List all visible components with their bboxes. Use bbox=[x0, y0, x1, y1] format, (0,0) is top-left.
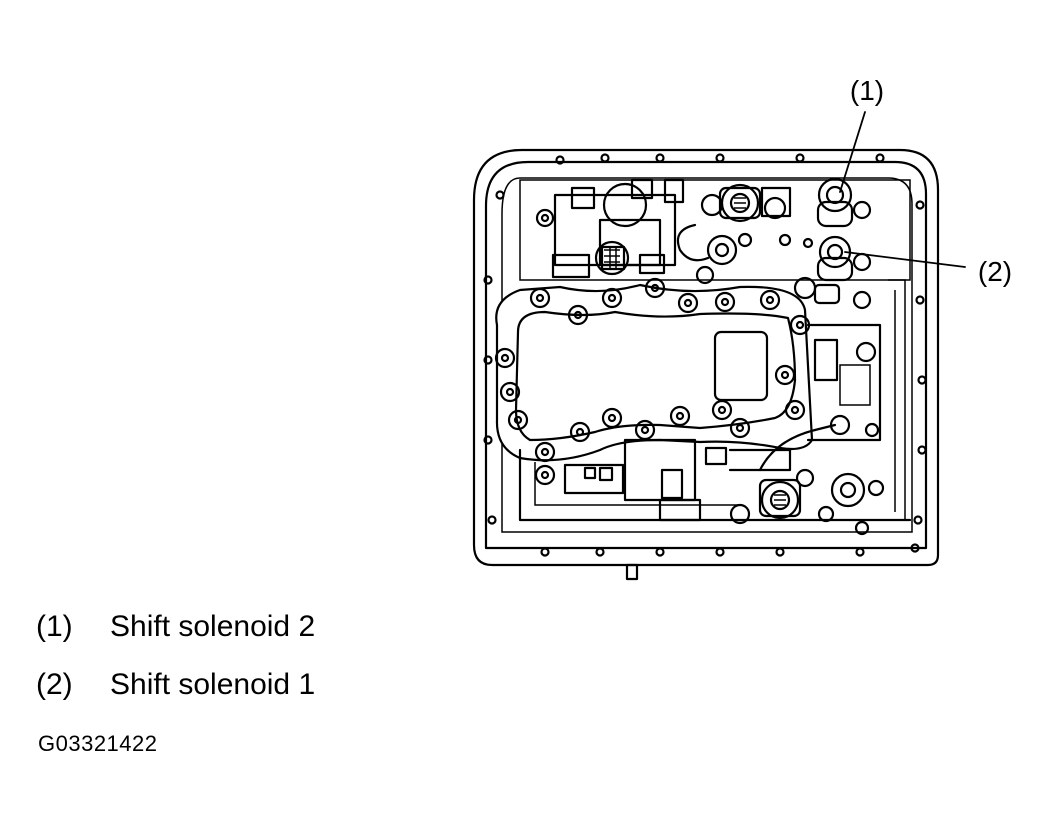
flange-bolt-hole bbox=[483, 435, 493, 445]
gasket-bolt bbox=[784, 399, 806, 421]
legend-text: Shift solenoid 1 bbox=[110, 668, 316, 701]
flange-bolt-hole bbox=[487, 515, 497, 525]
valve-body-lower bbox=[518, 279, 912, 536]
gasket-bolt bbox=[669, 405, 691, 427]
gasket-bolt-center bbox=[540, 447, 550, 457]
gasket-bolt-center bbox=[717, 405, 727, 415]
flange-bolt-hole bbox=[495, 190, 505, 200]
gasket-bolt bbox=[601, 287, 623, 309]
gasket-bolt bbox=[601, 407, 623, 429]
gasket-bolt-center bbox=[607, 293, 617, 303]
flange-bolt-hole bbox=[600, 153, 610, 163]
gasket-bolt-center bbox=[500, 353, 510, 363]
callout-1: (1) bbox=[850, 75, 884, 106]
legend-item: (2) Shift solenoid 1 bbox=[36, 668, 315, 702]
flange-bolt-hole bbox=[483, 355, 493, 365]
flange-bolt-hole bbox=[913, 515, 923, 525]
gasket-bolt-center bbox=[535, 293, 545, 303]
legend-item: (1) Shift solenoid 2 bbox=[36, 610, 315, 644]
flange-bolt-hole bbox=[555, 155, 565, 165]
leader-lines bbox=[839, 111, 966, 268]
flange-bolt-hole bbox=[917, 445, 927, 455]
gasket-bolt-center bbox=[675, 411, 685, 421]
gasket-bolt-center bbox=[790, 405, 800, 415]
flange-bolt-hole bbox=[655, 547, 665, 557]
flange-bolt-hole bbox=[855, 547, 865, 557]
gasket-bolt bbox=[567, 304, 589, 326]
gasket-bolt-center bbox=[573, 310, 583, 320]
gasket-bolt bbox=[499, 381, 521, 403]
valve-body-upper bbox=[519, 177, 911, 310]
flange-bolt-hole bbox=[910, 543, 920, 553]
gasket-bolt bbox=[529, 287, 551, 309]
gasket-bolt-center bbox=[513, 415, 523, 425]
flange-bolt-hole bbox=[917, 375, 927, 385]
flange-bolt-hole bbox=[795, 153, 805, 163]
gasket-bolt-center bbox=[607, 413, 617, 423]
gasket-bolt bbox=[677, 292, 699, 314]
gasket-bolt bbox=[774, 364, 796, 386]
gasket-bolt-center bbox=[575, 427, 585, 437]
flange-bolt-hole bbox=[715, 153, 725, 163]
gasket-bolt bbox=[534, 441, 556, 463]
gasket-bolt bbox=[711, 399, 733, 421]
gasket-bolt bbox=[569, 421, 591, 443]
legend-number: (1) bbox=[36, 610, 73, 643]
flange-bolt-hole bbox=[915, 200, 925, 210]
flange-bolt-hole bbox=[875, 153, 885, 163]
flange-bolt-hole bbox=[483, 275, 493, 285]
gasket-plate bbox=[494, 277, 814, 463]
gasket-bolt bbox=[759, 289, 781, 311]
flange-bolt-hole bbox=[655, 153, 665, 163]
gasket-bolt-center bbox=[795, 320, 805, 330]
gasket-bolt-center bbox=[780, 370, 790, 380]
gasket-bolt-center bbox=[683, 298, 693, 308]
gasket-bolt-center bbox=[640, 425, 650, 435]
figure-code: G03321422 bbox=[38, 731, 158, 756]
gasket-bolt-center bbox=[505, 387, 515, 397]
flange-bolt-hole bbox=[595, 547, 605, 557]
gasket-bolt bbox=[507, 409, 529, 431]
gasket-bolt bbox=[494, 347, 516, 369]
gasket-bolt-center bbox=[650, 283, 660, 293]
flange-bolt-hole bbox=[915, 295, 925, 305]
gasket-bolt-center bbox=[720, 297, 730, 307]
gasket-bolt-center bbox=[735, 423, 745, 433]
gasket-bolt bbox=[729, 417, 751, 439]
callout-2: (2) bbox=[978, 256, 1012, 287]
gasket-bolt bbox=[714, 291, 736, 313]
legend-text: Shift solenoid 2 bbox=[110, 610, 316, 643]
flange-bolt-hole bbox=[775, 547, 785, 557]
gasket-bolt-center bbox=[765, 295, 775, 305]
flange-bolt-hole bbox=[715, 547, 725, 557]
flange-bolt-hole bbox=[540, 547, 550, 557]
flange-bolt-holes bbox=[483, 153, 927, 557]
legend-number: (2) bbox=[36, 668, 73, 701]
gasket-bolt bbox=[644, 277, 666, 299]
